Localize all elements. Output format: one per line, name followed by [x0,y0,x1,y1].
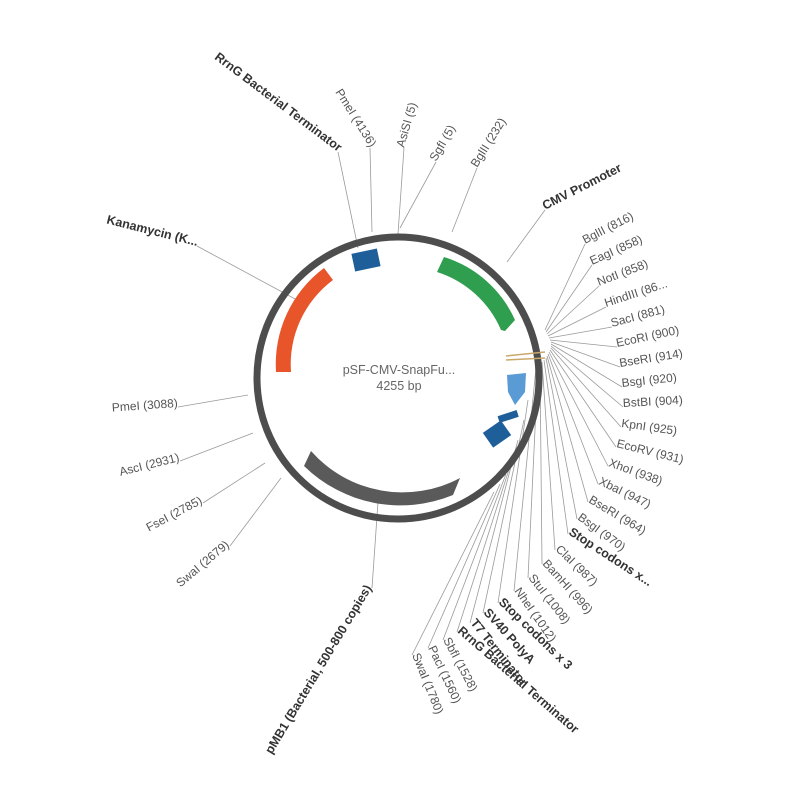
site-label-pmei-3088: PmeI (3088) [111,396,178,415]
leader-line [177,394,249,408]
leader-line [543,359,569,535]
leader-line [369,147,373,233]
leader-line [451,167,478,233]
pmb1-origin-feature [304,451,460,506]
snap-tag-feature [507,373,526,405]
site-label-swai-2679: SwaI (2679) [173,538,232,590]
leader-line [469,439,519,624]
leader-line [546,355,589,503]
leader-line [456,459,513,633]
leader-line [541,361,556,551]
sv40-polya-feature [497,410,519,423]
plasmid-backbone [253,233,543,523]
site-label-bstbi-904: BstBI (904) [622,393,683,410]
leader-line [550,341,621,368]
leader-line [547,306,607,337]
feature-label-pmb1: pMB1 (Bacterial, 500-800 copies) [262,582,374,756]
leader-line [397,147,405,235]
site-label-ecori-900: EcoRI (900) [615,323,681,350]
leader-line [399,161,437,229]
t7-terminator-feature [482,420,512,448]
site-label-asisi-5: AsiSI (5) [393,101,419,149]
feature-label-cmv: CMV Promoter [540,161,624,213]
leader-line [506,209,546,263]
leader-line [550,347,622,428]
leader-lines [177,147,624,656]
site-label-bsgi-920: BsgI (920) [621,370,678,390]
leader-line [202,462,266,504]
kanamycin-feature [275,268,333,372]
feature-label-rrng-top: RrnG Bacterial Terminator [212,50,345,155]
leader-line [179,432,254,462]
site-label-asci-2931: AscI (2931) [118,450,181,478]
rrng-terminator-feature [351,248,381,272]
feature-label-kanamycin: Kanamycin (K... [105,213,199,249]
site-label-bglii-232: BglII (232) [468,115,509,169]
plasmid-name: pSF-CMV-SnapFu... [343,363,456,377]
leader-line [547,353,599,485]
leader-line [548,351,609,467]
leader-line [550,343,623,388]
leader-line [548,326,613,339]
leader-line [497,399,529,604]
leader-line [550,345,624,408]
cmv-promoter-feature [437,257,515,331]
plasmid-size: 4255 bp [376,379,421,393]
leader-line [549,339,618,348]
leader-line [546,285,600,335]
leader-line [549,349,617,448]
leader-line [442,473,507,641]
leader-line [513,367,537,592]
site-label-fsei-2785: FseI (2785) [144,493,205,534]
mcs-tick-2 [505,357,546,361]
leader-line [545,357,578,520]
leader-line [196,245,298,301]
leader-line [545,264,593,333]
site-label-bseri-914: BseRI (914) [618,346,683,370]
leader-line [229,477,282,547]
leader-line [411,491,495,656]
leader-line [544,243,586,331]
leader-line [337,151,359,249]
site-label-sgfi-5: SgfI (5) [426,122,458,163]
mcs-tick-1 [505,351,546,357]
site-label-kpni-925: KpnI (925) [621,416,678,438]
leader-line [427,483,501,649]
